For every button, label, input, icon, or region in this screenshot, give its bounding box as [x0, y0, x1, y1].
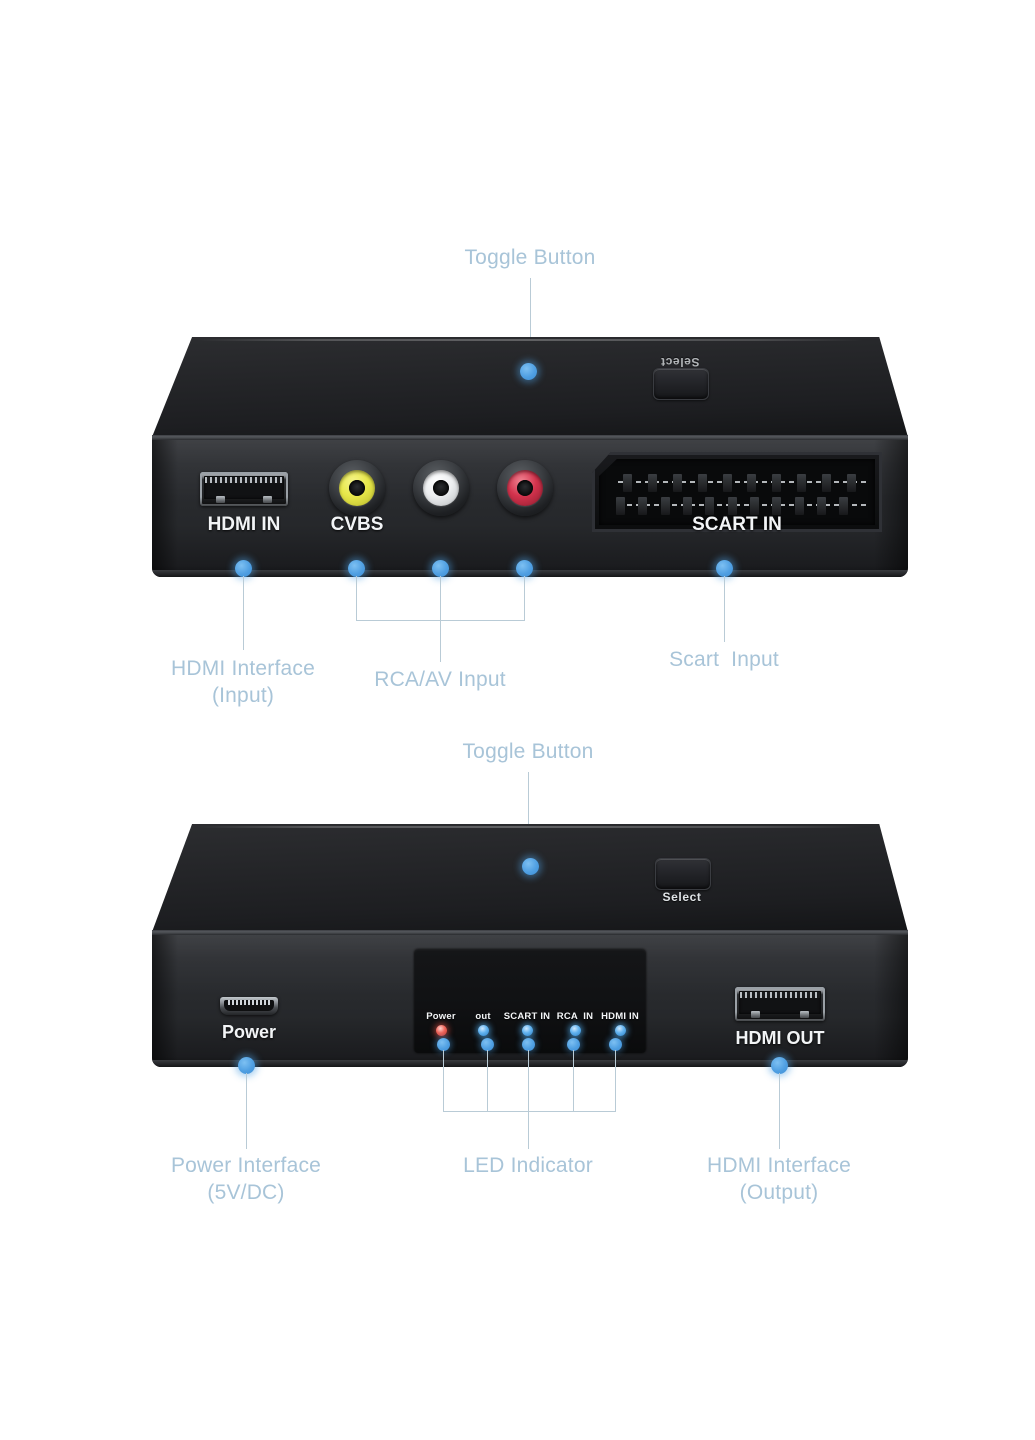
leader-toggle-button-top [530, 278, 531, 371]
hdmi-out-label: HDMI OUT [735, 1028, 825, 1048]
power-port-cavity [224, 1000, 274, 1011]
annotation-rca-av-input: RCA/AV Input [374, 668, 506, 691]
select-toggle-button-bottom[interactable] [655, 858, 711, 890]
scart-pin-contacts-top [618, 480, 867, 483]
leader-led-branch-4 [573, 1050, 574, 1112]
cvbs-label: CVBS [330, 514, 384, 535]
marker-dot-audio-left [432, 560, 449, 577]
select-button-label-top: Select [660, 355, 700, 369]
hdmi-out-chamfer [735, 1012, 825, 1021]
led-scart-in-lamp [521, 1025, 533, 1036]
led-power-lamp [435, 1025, 447, 1036]
annotation-hdmi-interface-input: HDMI Interface (Input) [170, 657, 315, 707]
left-body-shadow [152, 440, 178, 577]
leader-rca-branch-right [524, 576, 525, 621]
audio-right-rca-hole [517, 480, 533, 496]
device-front-face: HDMI IN CVBS [152, 440, 908, 577]
marker-dot-scart-in [716, 560, 733, 577]
top-edge-highlight-bottom [197, 826, 863, 828]
bottom-lip-bottom [152, 1060, 908, 1067]
top-edge-highlight [197, 339, 863, 341]
audio-right-rca-jack[interactable] [497, 460, 553, 516]
right-body-shadow-bottom [874, 935, 908, 1067]
led-rca-in: RCA IN [551, 1011, 599, 1036]
led-hdmi-in-lamp [614, 1025, 626, 1036]
device-front-edge [152, 435, 908, 440]
annotation-toggle-button-bottom: Toggle Button [462, 740, 594, 763]
power-port-connector[interactable] [220, 997, 278, 1015]
leader-led-branch-2 [487, 1050, 488, 1112]
leader-hdmi-output [779, 1073, 780, 1149]
cvbs-rca-ring [339, 470, 375, 506]
scart-in-label: SCART IN [692, 514, 782, 535]
led-indicator-panel: Power out SCART IN RCA IN HDMI IN [414, 949, 646, 1053]
leader-led-bracket [443, 1111, 616, 1112]
leader-toggle-button-bottom [528, 772, 529, 865]
leader-rca-branch-mid [440, 576, 441, 621]
marker-dot-hdmi-out [771, 1057, 788, 1074]
power-port-label: Power [221, 1022, 277, 1042]
leader-power-interface [246, 1073, 247, 1149]
scart-pin-row-top [618, 473, 867, 492]
audio-left-rca-jack[interactable] [413, 460, 469, 516]
scart-pin-row-bottom [615, 497, 867, 516]
leader-hdmi-input [243, 576, 244, 650]
device-top-face [152, 337, 908, 437]
marker-dot-led-hdmi-in [609, 1038, 622, 1051]
hdmi-in-label: HDMI IN [207, 514, 281, 535]
marker-dot-led-scart-in [522, 1038, 535, 1051]
led-power: Power [418, 1011, 464, 1036]
leader-led-branch-3 [528, 1050, 529, 1112]
leader-rca-branch-left [356, 576, 357, 621]
cvbs-rca-jack[interactable] [329, 460, 385, 516]
marker-dot-power-port [238, 1057, 255, 1074]
device-front-edge-bottom [152, 930, 908, 935]
leader-led-branch-1 [443, 1050, 444, 1112]
annotation-scart-input: Scart Input [669, 648, 779, 671]
marker-dot-led-rca-in [567, 1038, 580, 1051]
hdmi-out-pins [740, 992, 820, 998]
audio-left-rca-hole [433, 480, 449, 496]
marker-dot-led-power [437, 1038, 450, 1051]
leader-led-stem [528, 1111, 529, 1149]
scart-pin-contacts-bottom [618, 504, 867, 507]
led-scart-in: SCART IN [499, 1011, 555, 1036]
leader-scart-input [724, 576, 725, 642]
hdmi-in-pins [205, 477, 283, 483]
annotation-toggle-button-top: Toggle Button [464, 246, 596, 269]
marker-dot-toggle-bottom [522, 858, 539, 875]
leader-rca-stem [440, 620, 441, 662]
hdmi-out-connector[interactable] [735, 987, 825, 1021]
device-input-side: HDMI IN CVBS [152, 337, 908, 577]
audio-right-rca-ring [507, 470, 543, 506]
led-rca-in-lamp [569, 1025, 581, 1036]
power-port-pins [228, 1000, 270, 1005]
scart-in-shell [599, 459, 875, 525]
annotation-led-indicator: LED Indicator [463, 1154, 593, 1177]
leader-led-branch-5 [615, 1050, 616, 1112]
cvbs-rca-hole [349, 480, 365, 496]
led-hdmi-in: HDMI IN [594, 1011, 646, 1036]
left-body-shadow-bottom [152, 935, 178, 1067]
led-out: out [466, 1011, 500, 1036]
scart-in-connector[interactable] [592, 452, 882, 532]
audio-left-rca-ring [423, 470, 459, 506]
select-button-label-bottom: Select [662, 890, 702, 904]
marker-dot-cvbs [348, 560, 365, 577]
marker-dot-audio-right [516, 560, 533, 577]
marker-dot-toggle-top [520, 363, 537, 380]
hdmi-in-connector[interactable] [200, 472, 288, 506]
led-out-lamp [477, 1025, 489, 1036]
annotation-hdmi-interface-output: HDMI Interface (Output) [706, 1154, 851, 1204]
annotation-power-interface: Power Interface (5V/DC) [170, 1154, 322, 1204]
device-top-face-bottom [152, 824, 908, 932]
hdmi-in-chamfer [200, 497, 288, 506]
marker-dot-led-out [481, 1038, 494, 1051]
select-toggle-button-top[interactable] [653, 368, 709, 400]
marker-dot-hdmi-in [235, 560, 252, 577]
